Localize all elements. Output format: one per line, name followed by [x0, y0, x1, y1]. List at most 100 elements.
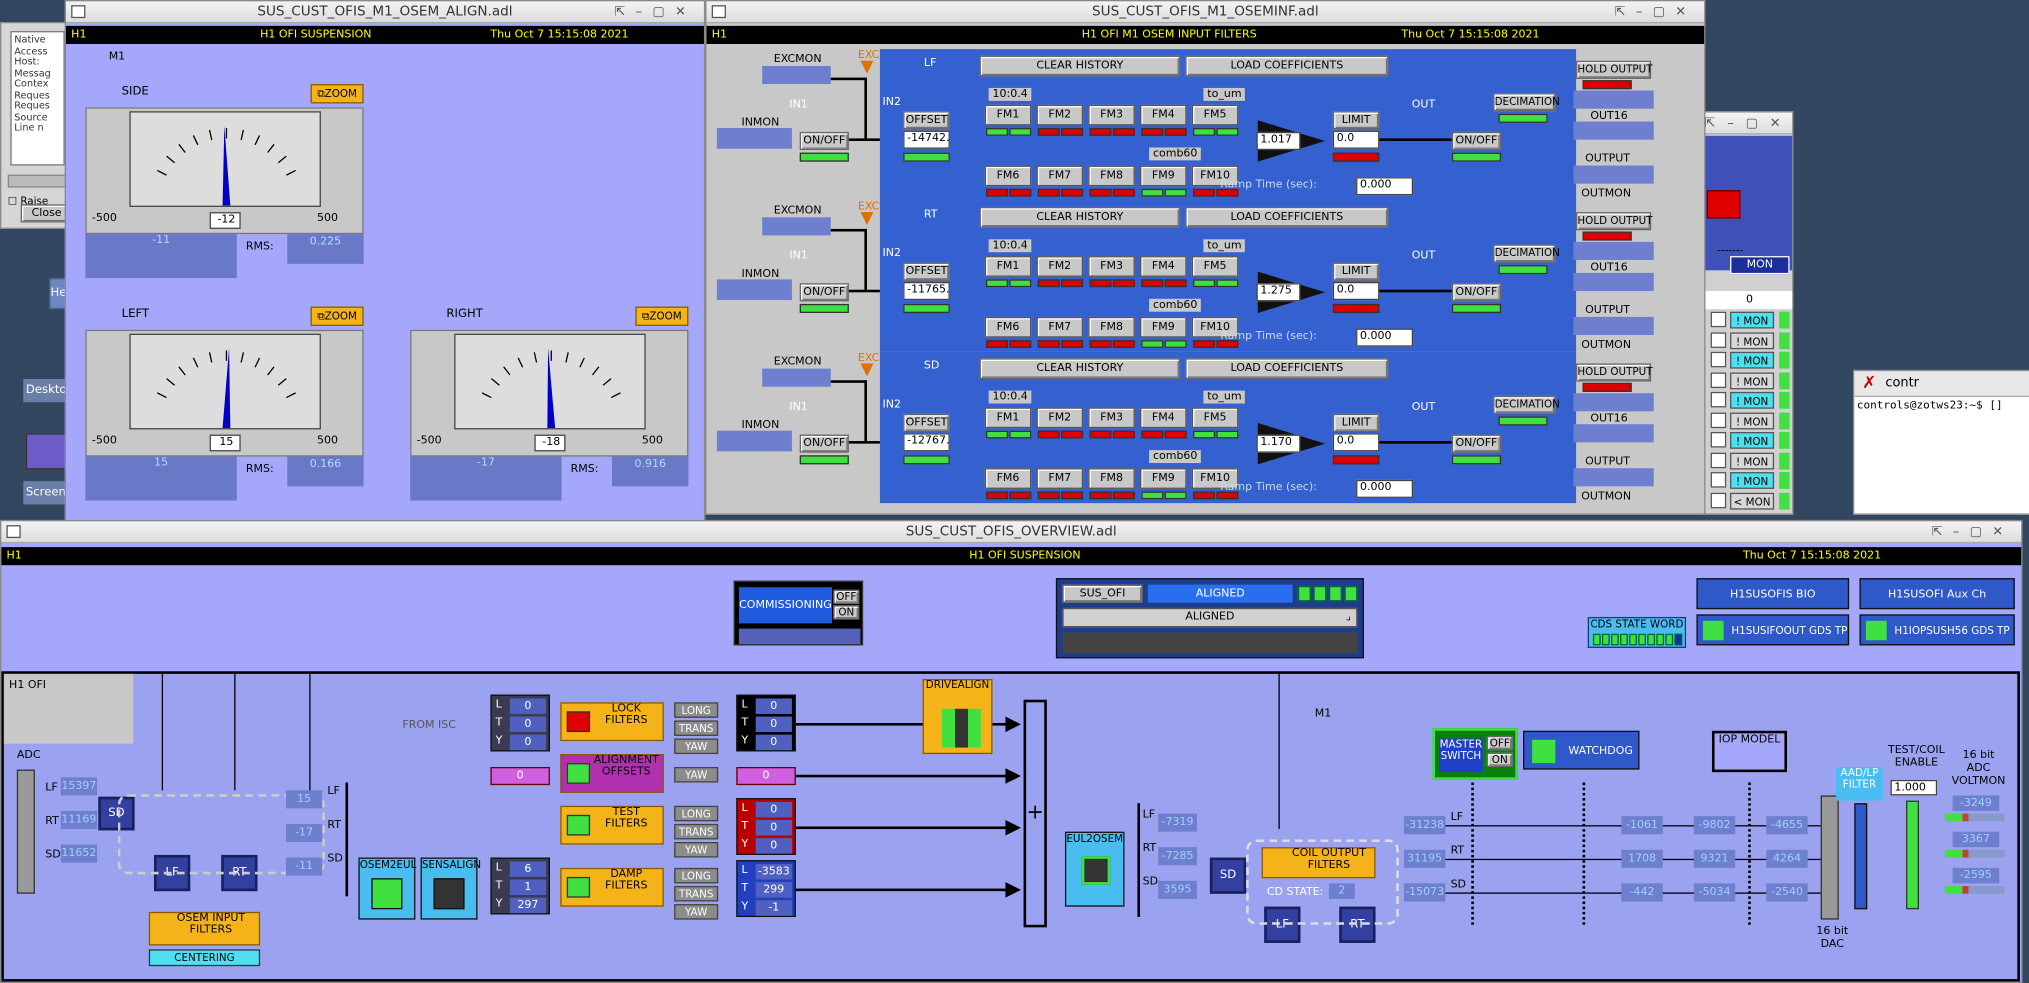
decimation-button[interactable]: DECIMATION	[1493, 395, 1560, 414]
offset-button[interactable]: OFFSET	[903, 262, 950, 281]
mon-checkbox[interactable]	[1710, 472, 1727, 488]
fm-button[interactable]: FM1	[984, 104, 1032, 139]
output-onoff-button[interactable]: ON/OFF	[1451, 283, 1502, 302]
fm-button[interactable]: FM5	[1191, 256, 1239, 290]
fm-button[interactable]: FM7	[1036, 165, 1084, 200]
master-off-button[interactable]: OFF	[1486, 735, 1513, 751]
fm-button[interactable]: FM9	[1140, 468, 1187, 502]
gain-button[interactable]: TRANS	[674, 720, 719, 736]
mon-checkbox[interactable]	[1710, 411, 1727, 428]
input-onoff-button[interactable]: ON/OFF	[799, 434, 849, 453]
fm-button[interactable]: FM2	[1036, 104, 1084, 139]
centering-button[interactable]: CENTERING	[148, 949, 261, 967]
horizontal-scrollbar[interactable]	[7, 174, 66, 188]
gain-button[interactable]: LONG	[674, 867, 719, 884]
close-button[interactable]: Close	[20, 204, 73, 223]
mon-checkbox[interactable]	[1710, 331, 1727, 348]
mon-item[interactable]: ! MON	[1730, 311, 1775, 329]
fm-button[interactable]: FM3	[1088, 407, 1135, 441]
commissioning-on-button[interactable]: ON	[833, 605, 860, 620]
limit-button[interactable]: LIMIT	[1332, 413, 1380, 432]
terminal-prompt[interactable]: controls@zotws23:~$ []	[1856, 399, 2003, 413]
gain-button[interactable]: YAW	[674, 904, 719, 920]
raise-checkbox[interactable]: ☐ Raise	[7, 195, 49, 207]
gain-button[interactable]: LONG	[674, 702, 719, 718]
desktop-icon-screen[interactable]: Screen	[23, 481, 70, 505]
mon-item[interactable]: ! MON	[1730, 331, 1775, 349]
fm-button[interactable]: FM10	[1191, 165, 1239, 200]
mon-item[interactable]: < MON	[1730, 492, 1775, 509]
mon-checkbox[interactable]	[1710, 351, 1727, 368]
lock-filters-button[interactable]: LOCK FILTERS	[560, 702, 664, 742]
hold-output-button[interactable]: HOLD OUTPUT	[1576, 363, 1653, 382]
load-coefficients-button[interactable]: LOAD COEFFICIENTS	[1185, 55, 1389, 77]
fm-button[interactable]: FM4	[1140, 256, 1187, 290]
eul2osem-button[interactable]: EUL2OSEM	[1064, 831, 1125, 907]
zoom-button[interactable]: ⧉ZOOM	[310, 84, 364, 104]
ramp-value[interactable]: 0.000	[1356, 177, 1414, 196]
commissioning-off-button[interactable]: OFF	[833, 589, 860, 605]
fm-button[interactable]: FM4	[1140, 104, 1187, 139]
hold-output-button[interactable]: HOLD OUTPUT	[1576, 60, 1653, 79]
window-controls[interactable]: ⇱–▢✕	[614, 5, 697, 20]
window-controls[interactable]: ⇱–▢✕	[1931, 525, 2014, 540]
mon-item[interactable]: ! MON	[1730, 391, 1775, 409]
fm-button[interactable]: FM9	[1140, 165, 1187, 200]
desktop-icon-app[interactable]	[25, 433, 68, 470]
mon-item[interactable]: ! MON	[1730, 411, 1775, 429]
test-coil-value[interactable]: 1.000	[1890, 779, 1938, 796]
damp-filters-button[interactable]: DAMP FILTERS	[560, 867, 664, 907]
fm-button[interactable]: FM8	[1088, 468, 1135, 502]
fm-button[interactable]: FM2	[1036, 256, 1084, 290]
input-onoff-button[interactable]: ON/OFF	[799, 131, 849, 151]
clear-history-button[interactable]: CLEAR HISTORY	[979, 358, 1181, 379]
mon-item[interactable]: ! MON	[1730, 431, 1775, 449]
fm-button[interactable]: FM8	[1088, 316, 1135, 351]
fm-button[interactable]: FM8	[1088, 165, 1135, 200]
clear-history-button[interactable]: CLEAR HISTORY	[979, 206, 1181, 228]
gds-tp-button-1[interactable]: H1SUSIFOOUT GDS TP	[1696, 614, 1850, 646]
alignment-offsets-button[interactable]: ALIGNMENT OFFSETS	[560, 754, 664, 793]
mon-checkbox[interactable]	[1710, 492, 1727, 508]
fm-button[interactable]: FM3	[1088, 104, 1135, 139]
clear-history-button[interactable]: CLEAR HISTORY	[979, 55, 1181, 77]
fm-button[interactable]: FM5	[1191, 407, 1239, 441]
desktop-icon-desktop[interactable]: Deskto	[23, 378, 70, 403]
fm-button[interactable]: FM1	[984, 407, 1032, 441]
input-onoff-button[interactable]: ON/OFF	[799, 283, 849, 302]
fm-button[interactable]: FM9	[1140, 316, 1187, 351]
fm-button[interactable]: FM10	[1191, 468, 1239, 502]
fm-button[interactable]: FM5	[1191, 104, 1239, 139]
test-filters-button[interactable]: TEST FILTERS	[560, 805, 664, 845]
mon-item[interactable]: ! MON	[1730, 452, 1775, 469]
output-onoff-button[interactable]: ON/OFF	[1451, 434, 1502, 453]
gds-tp-button-2[interactable]: H1IOPSUSH56 GDS TP	[1859, 614, 2015, 646]
osem-filters-button[interactable]: OSEM INPUT FILTERS	[148, 911, 261, 946]
ramp-value[interactable]: 0.000	[1356, 479, 1414, 498]
decimation-button[interactable]: DECIMATION	[1493, 93, 1560, 112]
zoom-button[interactable]: ⧉ZOOM	[635, 306, 689, 326]
ramp-value[interactable]: 0.000	[1356, 328, 1414, 347]
mon-checkbox[interactable]	[1710, 452, 1727, 468]
load-coefficients-button[interactable]: LOAD COEFFICIENTS	[1185, 206, 1389, 228]
fm-button[interactable]: FM4	[1140, 407, 1187, 441]
output-onoff-button[interactable]: ON/OFF	[1451, 131, 1502, 151]
mon-checkbox[interactable]	[1710, 431, 1727, 448]
mon-item[interactable]: ! MON	[1730, 351, 1775, 369]
fm-button[interactable]: FM6	[984, 468, 1032, 502]
gain-button[interactable]: TRANS	[674, 885, 719, 902]
gain-button[interactable]: YAW	[674, 738, 719, 755]
fm-button[interactable]: FM7	[1036, 316, 1084, 351]
fm-button[interactable]: FM7	[1036, 468, 1084, 502]
aux-channels-button[interactable]: H1SUSOFI Aux Ch	[1859, 578, 2015, 610]
hold-output-button[interactable]: HOLD OUTPUT	[1576, 212, 1653, 231]
fm-button[interactable]: FM10	[1191, 316, 1239, 351]
fm-button[interactable]: FM3	[1088, 256, 1135, 290]
zoom-button[interactable]: ⧉ZOOM	[310, 306, 364, 326]
guardian-name-button[interactable]: SUS_OFI	[1062, 584, 1143, 603]
mon-item[interactable]: ! MON	[1730, 371, 1775, 389]
gain-button[interactable]: LONG	[674, 805, 719, 822]
offset-button[interactable]: OFFSET	[903, 111, 950, 130]
guardian-request-select[interactable]: ALIGNED⌟	[1062, 607, 1358, 628]
watchdog-button[interactable]: WATCHDOG	[1523, 730, 1640, 770]
